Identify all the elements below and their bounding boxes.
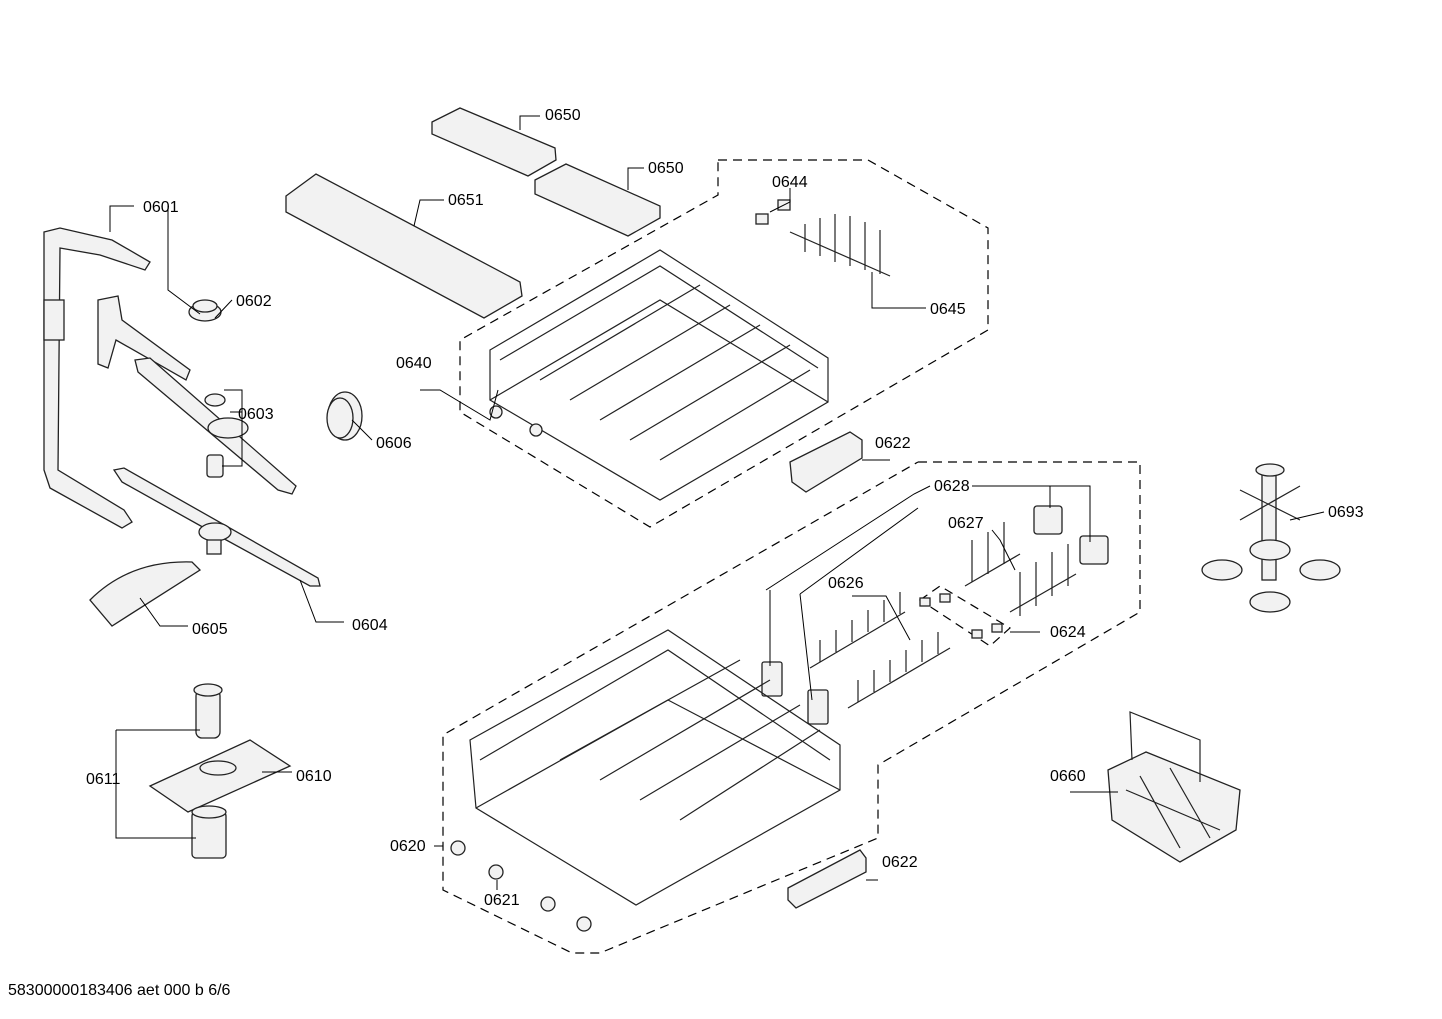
- lower-basket-part: [469, 629, 841, 906]
- handle-part-upper: [789, 431, 863, 493]
- cutlery-tray-part-a: [431, 107, 557, 177]
- label-0621: 0621: [484, 892, 520, 909]
- label-0640: 0640: [396, 355, 432, 372]
- label-0605: 0605: [192, 621, 228, 638]
- label-0628: 0628: [934, 478, 970, 495]
- handle-part-lower: [787, 849, 867, 909]
- label-0650-top: 0650: [545, 107, 581, 124]
- supply-pipe-part: [43, 227, 151, 529]
- upper-rack-group-outline: [459, 159, 989, 528]
- document-reference-footer: 58300000183406 aet 000 b 6/6: [8, 982, 231, 999]
- upper-basket-part: [489, 249, 829, 501]
- tine-rack-part-0626: [809, 592, 951, 709]
- label-0611: 0611: [86, 771, 121, 788]
- upper-spray-arm-part: [97, 295, 297, 495]
- label-0601: 0601: [143, 199, 179, 216]
- label-0624: 0624: [1050, 624, 1086, 641]
- nozzle-part: [326, 391, 363, 441]
- lower-spray-arm-part: [112, 467, 321, 587]
- label-0651: 0651: [448, 192, 484, 209]
- label-0602: 0602: [236, 293, 272, 310]
- label-0610: 0610: [296, 768, 332, 785]
- filter-assembly-part: [148, 683, 292, 859]
- label-0650-second: 0650: [648, 160, 684, 177]
- label-0604: 0604: [352, 617, 388, 634]
- third-rack-tray-part: [285, 173, 523, 319]
- label-0645: 0645: [930, 301, 966, 318]
- label-0603: 0603: [238, 406, 274, 423]
- label-0693: 0693: [1328, 504, 1364, 521]
- leader-lines: [109, 115, 1325, 890]
- clip-part: [755, 199, 791, 225]
- tine-rack-part-0627: [964, 522, 1077, 616]
- cutlery-tray-part-b: [534, 163, 661, 237]
- label-0622-upper: 0622: [875, 435, 911, 452]
- lower-rack-group-outline: [442, 461, 1141, 954]
- cutlery-basket-part: [1107, 711, 1241, 863]
- latch-part-0628: [761, 505, 1109, 725]
- label-0620: 0620: [390, 838, 426, 855]
- cover-plate-part: [89, 561, 202, 627]
- label-0622-lower: 0622: [882, 854, 918, 871]
- tine-row-part: [789, 214, 891, 277]
- wheel-parts-0621: [450, 840, 592, 932]
- cup-holder-part: [1201, 463, 1341, 613]
- label-0627: 0627: [948, 515, 984, 532]
- label-0660: 0660: [1050, 768, 1086, 785]
- label-0644: 0644: [772, 174, 808, 191]
- label-0606: 0606: [376, 435, 412, 452]
- bearing-ring-part: [188, 299, 222, 322]
- clip-part-0624: [918, 585, 1012, 647]
- label-0626: 0626: [828, 575, 864, 592]
